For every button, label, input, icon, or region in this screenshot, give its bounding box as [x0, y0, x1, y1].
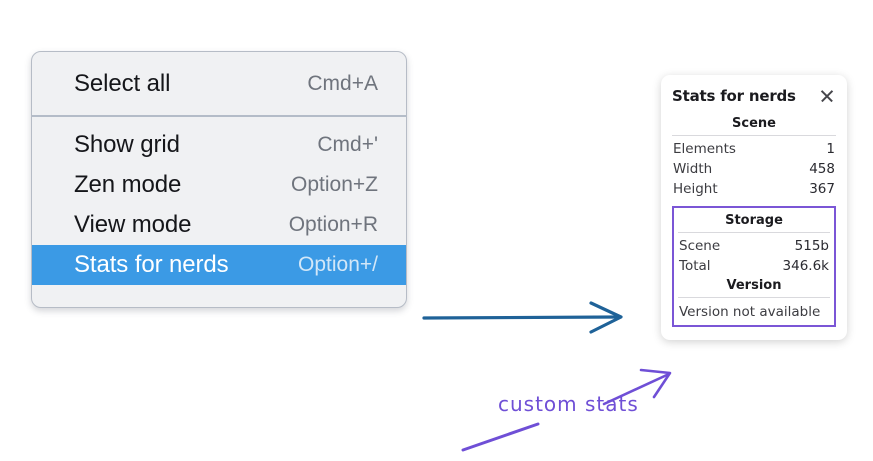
- stats-for-nerds-panel: Stats for nerds Scene Elements 1 Width 4…: [661, 75, 847, 340]
- storage-heading: Storage: [725, 213, 783, 228]
- menu-item-select-all[interactable]: Select all Cmd+A: [32, 64, 406, 104]
- menu-item-label: Stats for nerds: [74, 251, 229, 278]
- stats-row: Width 458: [672, 159, 836, 179]
- menu-item-label: Select all: [74, 70, 171, 97]
- scene-heading: Scene: [732, 116, 776, 131]
- purple-underline-stroke: [461, 422, 540, 452]
- menu-item-shortcut: Option+Z: [291, 173, 378, 196]
- stats-row-value: 1: [826, 141, 835, 157]
- stats-row: Scene 515b: [678, 236, 830, 256]
- menu-item-label: View mode: [74, 211, 192, 238]
- menu-item-stats-for-nerds[interactable]: Stats for nerds Option+/: [32, 245, 406, 285]
- stats-section-scene: Scene Elements 1 Width 458 Height 367: [672, 114, 836, 199]
- menu-item-shortcut: Cmd+A: [307, 72, 378, 95]
- version-divider: [678, 297, 830, 298]
- context-menu[interactable]: Select all Cmd+A Show grid Cmd+' Zen mod…: [31, 51, 407, 308]
- menu-item-shortcut: Option+/: [298, 253, 378, 276]
- menu-item-zen-mode[interactable]: Zen mode Option+Z: [32, 165, 406, 205]
- menu-footer-spacer: [32, 285, 406, 307]
- close-icon[interactable]: [819, 89, 834, 104]
- stats-row-label: Height: [673, 181, 718, 197]
- stats-panel-title: Stats for nerds: [672, 87, 796, 105]
- annotation-label-custom-stats: custom stats: [498, 392, 639, 416]
- stats-row-value: 367: [809, 181, 835, 197]
- stats-row-label: Total: [679, 258, 711, 274]
- stats-row-value: 346.6k: [782, 258, 829, 274]
- stats-section-version: Version Version not available: [678, 276, 830, 321]
- menu-item-shortcut: Option+R: [288, 213, 378, 236]
- stats-row-label: Width: [673, 161, 713, 177]
- custom-stats-highlight-box: Storage Scene 515b Total 346.6k Version …: [672, 206, 836, 327]
- stats-row: Height 367: [672, 179, 836, 199]
- menu-item-shortcut: Cmd+': [317, 133, 378, 156]
- version-note: Version not available: [679, 304, 821, 320]
- version-heading: Version: [726, 278, 782, 293]
- stats-row-value: 458: [809, 161, 835, 177]
- stats-panel-titlebar: Stats for nerds: [672, 87, 836, 105]
- menu-item-view-mode[interactable]: View mode Option+R: [32, 205, 406, 245]
- stats-row-label: Elements: [673, 141, 736, 157]
- scene-divider: [672, 135, 836, 136]
- stats-section-storage: Storage Scene 515b Total 346.6k: [678, 211, 830, 276]
- menu-item-show-grid[interactable]: Show grid Cmd+': [32, 125, 406, 165]
- menu-item-label: Zen mode: [74, 171, 182, 198]
- stats-row: Total 346.6k: [678, 256, 830, 276]
- menu-section-1: Select all Cmd+A: [32, 52, 406, 115]
- menu-divider: [32, 115, 406, 117]
- menu-section-2: Show grid Cmd+' Zen mode Option+Z View m…: [32, 117, 406, 307]
- stats-row: Elements 1: [672, 139, 836, 159]
- blue-arrow: [422, 301, 623, 334]
- stats-row-value: 515b: [794, 238, 829, 254]
- storage-divider: [678, 232, 830, 233]
- menu-item-label: Show grid: [74, 131, 180, 158]
- stats-row-label: Scene: [679, 238, 721, 254]
